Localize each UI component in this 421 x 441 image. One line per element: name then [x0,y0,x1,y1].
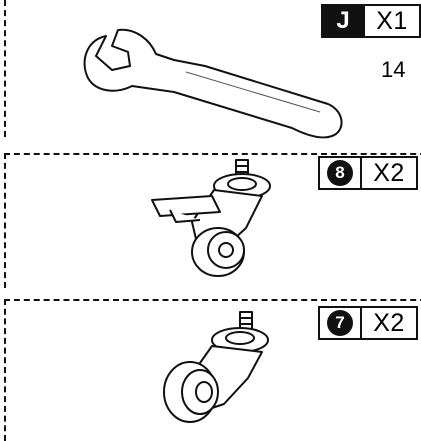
part-label-j: J X1 [321,4,421,38]
part-label-7: 7 X2 [318,306,418,340]
part-code: 7 [327,310,353,336]
wrench-size: 14 [381,57,406,82]
wrench-icon [83,28,343,139]
part-panel-caster-brake [4,153,421,288]
part-panel-caster [4,299,421,441]
part-code: 8 [327,160,353,186]
part-code: J [321,4,365,38]
part-quantity: X1 [365,4,421,38]
part-quantity: X2 [362,156,418,190]
part-panel-wrench [4,0,421,137]
part-label-8: 8 X2 [318,156,418,190]
part-quantity: X2 [362,306,418,340]
